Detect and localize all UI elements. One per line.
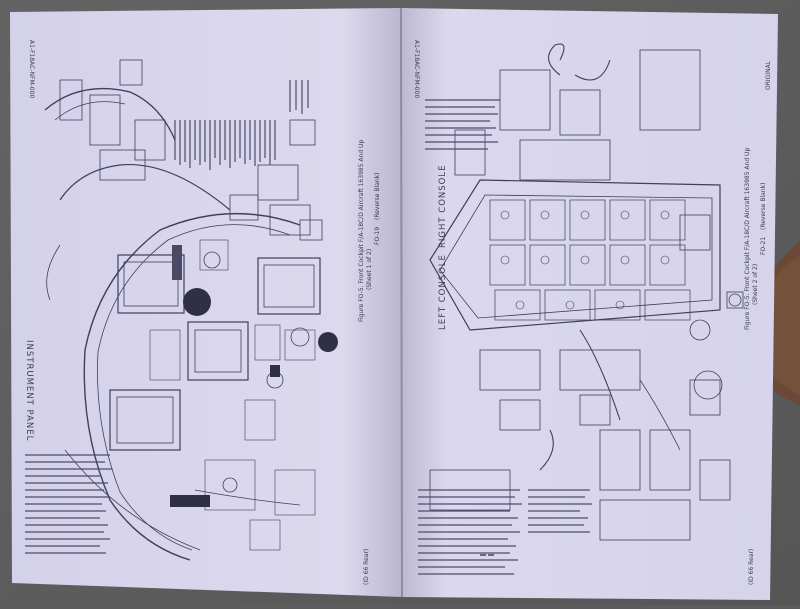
right-reverse-blank: (Reverse Blank) (760, 182, 767, 230)
console-drawing (429, 43, 744, 541)
left-header-code: A1-F18AC-NFM-000 (28, 40, 35, 99)
right-header-code: A1-F18AC-NFM-000 (413, 40, 420, 99)
left-reverse-blank: (Reverse Blank) (374, 172, 381, 220)
right-console-title: RIGHT CONSOLE (438, 164, 448, 248)
right-footer: (ID 66 Rear) (748, 548, 755, 585)
left-figure-caption: Figure FO-5. Front Cockpit F/A-18C/D Air… (358, 139, 365, 322)
left-sheet-label: (Sheet 1 of 2) (366, 248, 373, 290)
left-footer: (ID 66 Rear) (363, 548, 370, 585)
left-console-title: LEFT CONSOLE (438, 254, 448, 330)
left-page-number: FO-19 (374, 226, 381, 245)
instrument-panel-drawing (44, 59, 338, 561)
right-callout-text (418, 99, 592, 575)
book-spine (400, 7, 403, 598)
right-original-label: ORIGINAL (765, 60, 772, 90)
right-sheet-label: (Sheet 2 of 2) (752, 263, 759, 305)
instrument-panel-title: INSTRUMENT PANEL (24, 340, 34, 442)
right-page-number: FO-21 (760, 236, 767, 255)
right-figure-caption: Figure FO-5. Front Cockpit F/A-18C/D Air… (744, 147, 751, 330)
left-callout-text (25, 80, 309, 554)
